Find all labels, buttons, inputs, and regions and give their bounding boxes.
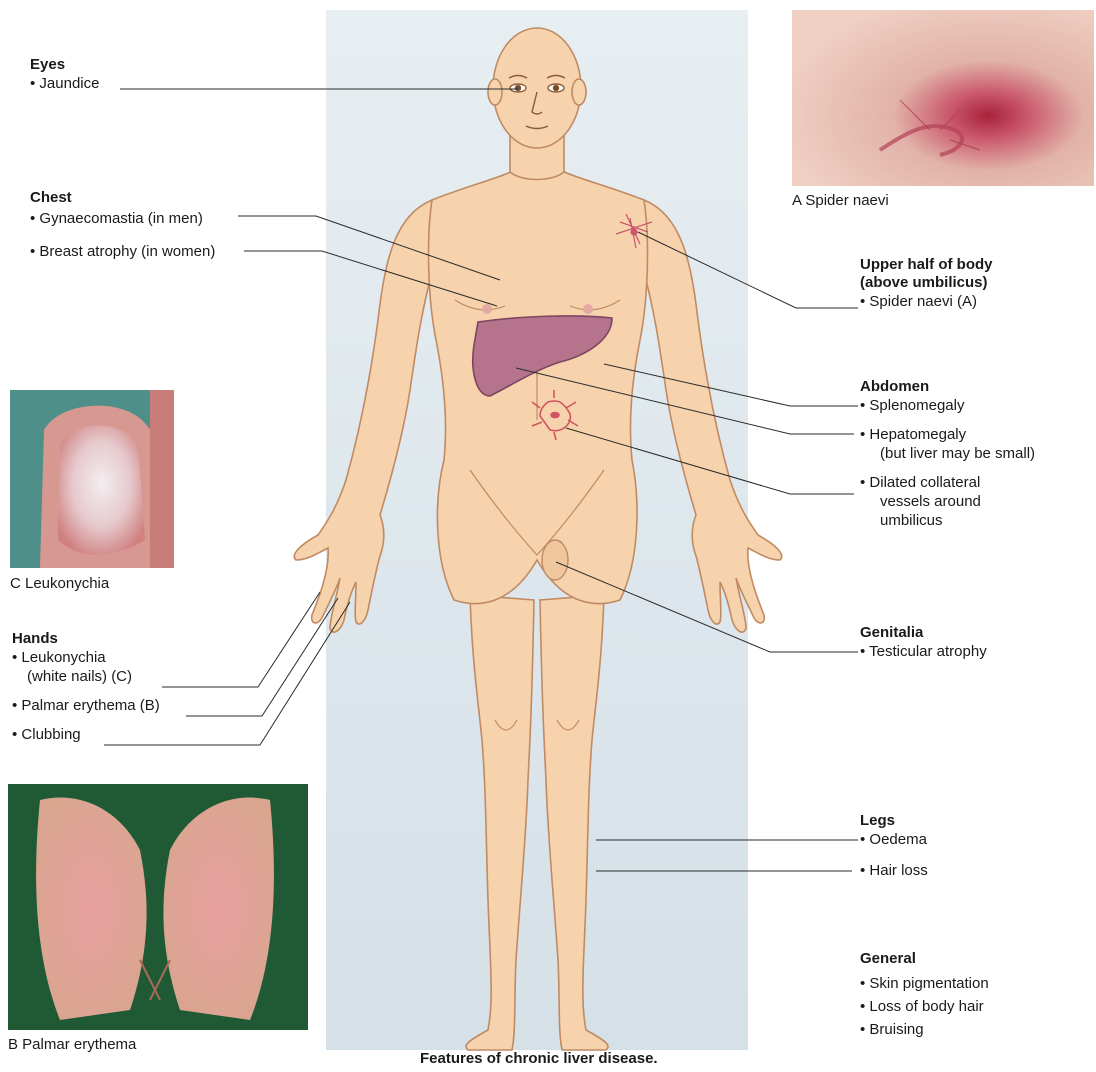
photo-caption-leukonychia: C Leukonychia (10, 575, 109, 592)
leukonychia-photo (10, 390, 174, 568)
general-heading: General (860, 950, 989, 968)
group-general: General • Skin pigmentation • Loss of bo… (860, 950, 989, 1039)
genitalia-item-testicular: • Testicular atrophy (860, 642, 987, 661)
chest-heading: Chest (30, 189, 215, 207)
abdomen-item-collateral-line2: vessels around (860, 492, 1035, 511)
photo-caption-palmar-erythema: B Palmar erythema (8, 1036, 136, 1053)
genitalia-heading: Genitalia (860, 624, 987, 642)
eyes-heading: Eyes (30, 56, 99, 74)
legs-heading: Legs (860, 812, 928, 830)
general-item-bruising: • Bruising (860, 1020, 989, 1039)
abdomen-item-collateral: • Dilated collateral (860, 473, 1035, 492)
hands-heading: Hands (12, 630, 160, 648)
figure-caption: Features of chronic liver disease. (420, 1050, 658, 1068)
group-abdomen: Abdomen • Splenomegaly • Hepatomegaly (b… (860, 378, 1035, 530)
group-genitalia: Genitalia • Testicular atrophy (860, 624, 987, 661)
abdomen-item-hepatomegaly-note: (but liver may be small) (860, 444, 1035, 463)
spider-naevi-photo (792, 10, 1094, 186)
abdomen-item-splenomegaly: • Splenomegaly (860, 396, 1035, 415)
photo-caption-spider-naevi: A Spider naevi (792, 192, 889, 209)
upper-item-spider-naevi: • Spider naevi (A) (860, 292, 993, 311)
palmar-erythema-photo (8, 784, 308, 1030)
legs-item-oedema: • Oedema (860, 830, 928, 849)
hands-item-clubbing: • Clubbing (12, 725, 160, 744)
upper-heading-line2: (above umbilicus) (860, 274, 993, 292)
abdomen-heading: Abdomen (860, 378, 1035, 396)
group-chest: Chest • Gynaecomastia (in men) • Breast … (30, 189, 215, 261)
genitalia-shape (542, 540, 568, 580)
chest-item-breast-atrophy: • Breast atrophy (in women) (30, 242, 215, 261)
abdomen-item-collateral-line3: umbilicus (860, 511, 1035, 530)
right-ear (572, 79, 586, 105)
eyes-item-jaundice: • Jaundice (30, 74, 99, 93)
leader-leukonychia (162, 592, 320, 687)
group-hands: Hands • Leukonychia (white nails) (C) • … (12, 630, 160, 744)
hands-item-palmar: • Palmar erythema (B) (12, 696, 160, 715)
chest-item-gynaecomastia: • Gynaecomastia (in men) (30, 209, 215, 228)
legs-item-hairloss: • Hair loss (860, 861, 928, 880)
upper-heading-line1: Upper half of body (860, 256, 993, 274)
head (493, 28, 581, 148)
general-item-pigmentation: • Skin pigmentation (860, 974, 989, 993)
general-item-hair: • Loss of body hair (860, 997, 989, 1016)
torso (429, 170, 648, 604)
group-legs: Legs • Oedema • Hair loss (860, 812, 928, 880)
hands-item-leukonychia-note: (white nails) (C) (12, 667, 160, 686)
group-upper-body: Upper half of body (above umbilicus) • S… (860, 256, 993, 311)
left-ear (488, 79, 502, 105)
abdomen-item-hepatomegaly: • Hepatomegaly (860, 425, 1035, 444)
group-eyes: Eyes • Jaundice (30, 56, 99, 93)
hands-item-leukonychia: • Leukonychia (12, 648, 160, 667)
